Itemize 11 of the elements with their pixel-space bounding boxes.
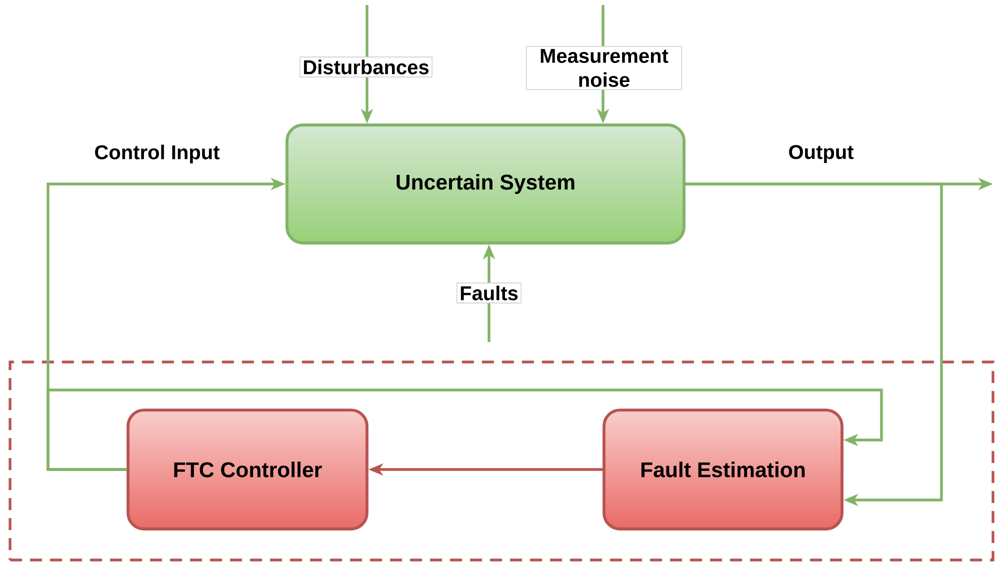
edge-label: Measurement noise — [526, 46, 682, 90]
edge-label: Output — [789, 144, 854, 164]
arrow — [686, 182, 943, 506]
dashed-region — [8, 360, 994, 562]
arrow — [46, 388, 883, 471]
edge-label: Control Input — [95, 144, 220, 164]
edge-label: Disturbances — [300, 56, 432, 78]
system-box: Uncertain System — [286, 124, 686, 244]
process-box: Fault Estimation — [602, 408, 844, 530]
edge-label: Faults — [456, 282, 522, 304]
process-box: FTC Controller — [126, 408, 368, 530]
